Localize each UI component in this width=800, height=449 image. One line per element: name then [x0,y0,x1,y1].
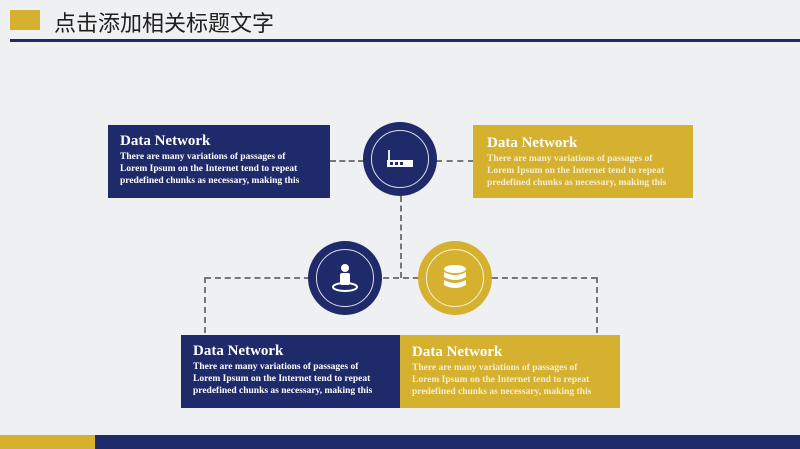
database-circle [418,241,492,315]
connector-vertical-center [400,196,402,278]
title-accent-bar [10,10,40,30]
connector-left-drop [204,277,206,333]
router-icon [387,150,413,167]
title-divider [10,39,800,42]
connector-top-left [330,160,364,162]
router-circle [363,122,437,196]
footer-accent-gold [0,435,95,449]
info-box-text: There are many variations of passages of… [412,363,592,397]
connector-top-right [436,160,474,162]
info-box-text: There are many variations of passages of… [193,362,373,396]
connector-middle [205,277,597,279]
info-box-heading: Data Network [487,135,578,151]
info-box-top-left: Data Network There are many variations o… [108,125,330,198]
info-box-heading: Data Network [120,133,211,149]
info-box-text: There are many variations of passages of… [120,152,300,186]
info-box-heading: Data Network [193,343,284,359]
info-box-heading: Data Network [412,344,503,360]
user-icon [332,264,358,292]
database-icon [444,265,466,288]
user-circle [308,241,382,315]
page-title: 点击添加相关标题文字 [54,12,275,37]
footer-accent-navy [95,435,800,449]
info-box-bottom-right: Data Network There are many variations o… [400,335,620,408]
info-box-text: There are many variations of passages of… [487,154,667,188]
connector-right-drop [596,277,598,333]
info-box-top-right: Data Network There are many variations o… [473,125,693,198]
info-box-bottom-left: Data Network There are many variations o… [181,335,400,408]
